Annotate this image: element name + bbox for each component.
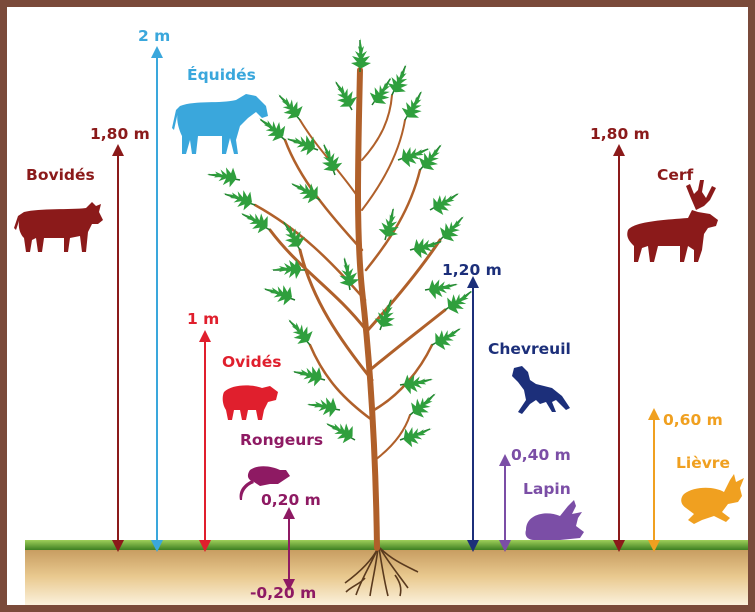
lapin-label: Lapin	[523, 482, 571, 498]
ovides-label: Ovidés	[222, 355, 281, 371]
bovides-label: Bovidés	[26, 168, 95, 184]
roe-deer-icon	[512, 366, 570, 414]
rongeurs-label: Rongeurs	[240, 433, 323, 449]
chevreuil-height-label: 1,20 m	[442, 263, 502, 279]
diagram-graphics	[7, 7, 748, 605]
bovides-height-label: 1,80 m	[90, 127, 150, 143]
cerf-label: Cerf	[657, 168, 693, 184]
stag-icon	[627, 180, 718, 262]
diagram-panel: Bovidés 1,80 m 2 m Équidés 1 m Ovidés Ro…	[7, 7, 748, 605]
chevreuil-label: Chevreuil	[488, 342, 571, 358]
cow-icon	[14, 202, 103, 252]
equides-label: Équidés	[187, 68, 256, 84]
lievre-height-label: 0,60 m	[663, 413, 723, 429]
rabbit-icon	[525, 500, 584, 540]
hare-icon	[681, 474, 744, 524]
horse-icon	[172, 94, 268, 154]
rongeurs-depth-label: -0,20 m	[250, 586, 316, 602]
lapin-height-label: 0,40 m	[511, 448, 571, 464]
grass-line	[25, 540, 748, 550]
rongeurs-height-label: 0,20 m	[261, 493, 321, 509]
sheep-icon	[223, 385, 278, 420]
soil	[25, 548, 748, 605]
lievre-label: Lièvre	[676, 456, 730, 472]
equides-height-label: 2 m	[138, 29, 170, 45]
cerf-height-label: 1,80 m	[590, 127, 650, 143]
ovides-height-label: 1 m	[187, 312, 219, 328]
